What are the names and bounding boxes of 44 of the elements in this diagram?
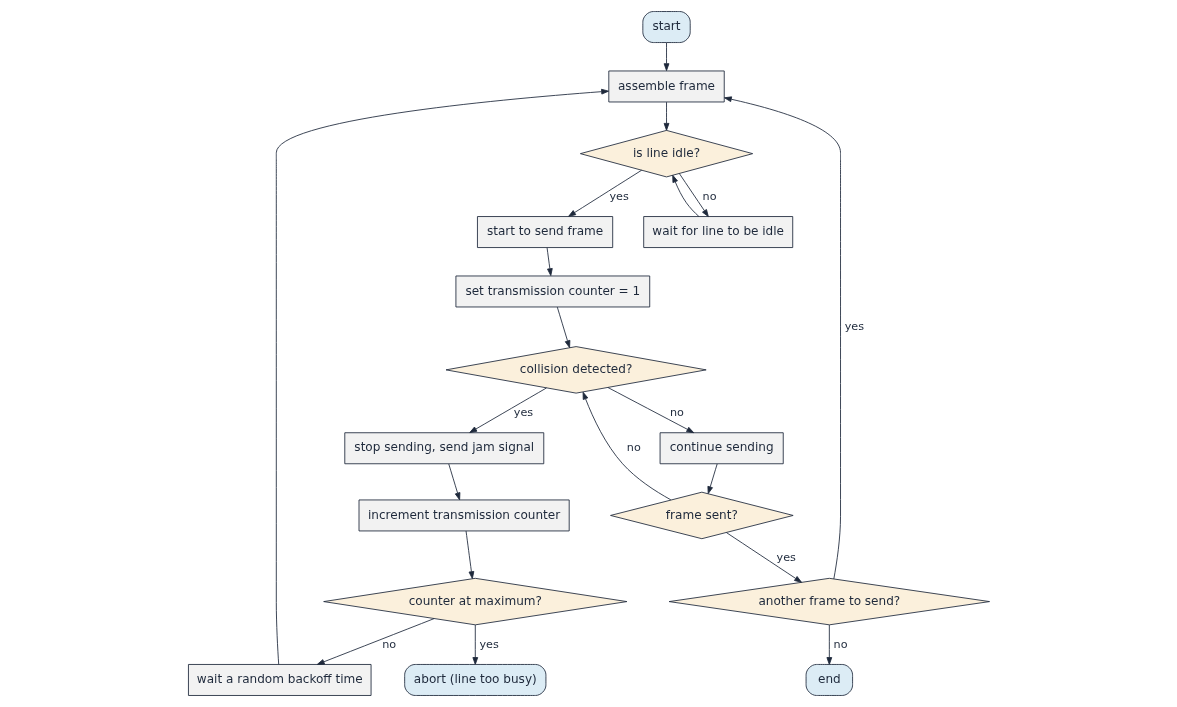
- arrow: [607, 387, 694, 434]
- arrow: [546, 247, 553, 277]
- edge-label: yes: [844, 319, 864, 333]
- node-diamond: collision detected?: [445, 346, 707, 394]
- node-box: assemble frame: [607, 70, 725, 103]
- node-box: set transmission counter = 1: [455, 275, 650, 308]
- node-diamond: frame sent?: [609, 491, 794, 540]
- node-box: start to send frame: [476, 216, 613, 248]
- arrow: [723, 96, 841, 580]
- node-box: start: [641, 11, 691, 43]
- arrow: [671, 174, 699, 217]
- edge-label: yes: [513, 405, 533, 419]
- arrow: [663, 101, 669, 131]
- arrow: [556, 306, 570, 349]
- arrow: [465, 530, 474, 579]
- edge-label: no: [702, 189, 717, 203]
- arrow: [826, 624, 832, 665]
- edge-label: no: [381, 637, 396, 651]
- arrow: [582, 391, 671, 501]
- arrow: [447, 463, 460, 501]
- edge-label: no: [833, 637, 847, 651]
- edge-label: no: [669, 405, 684, 419]
- arrow: [663, 42, 669, 72]
- edge-label: yes: [478, 637, 499, 651]
- arrow: [725, 532, 802, 583]
- node-diamond: is line idle?: [579, 129, 753, 178]
- arrow: [316, 618, 434, 665]
- node-box: continue sending: [659, 432, 784, 465]
- arrow: [706, 463, 718, 494]
- node-box: increment transmission counter: [358, 499, 570, 532]
- edge-label: yes: [776, 551, 796, 565]
- node-diamond: counter at maximum?: [322, 577, 627, 626]
- node-box: end: [805, 664, 853, 696]
- arrow: [275, 88, 609, 665]
- arrow: [678, 173, 709, 217]
- node-box: wait a random backoff time: [187, 664, 371, 696]
- node-box: abort (line too busy): [403, 664, 546, 696]
- node-box: stop sending, send jam signal: [343, 432, 544, 465]
- edge-label: yes: [608, 189, 629, 203]
- node-box: wait for line to be idle: [642, 216, 793, 248]
- arrow: [567, 169, 642, 217]
- arrow: [471, 624, 478, 665]
- arrow: [468, 387, 547, 433]
- edge-label: no: [626, 441, 641, 455]
